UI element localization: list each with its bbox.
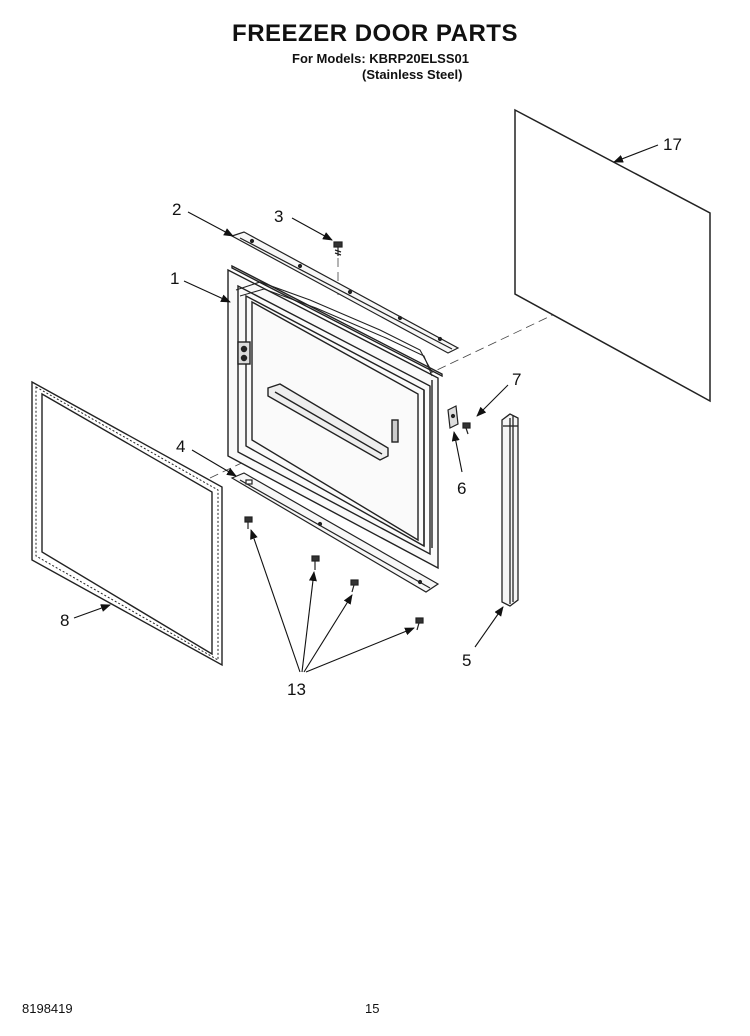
door-frame-part-1 (227, 264, 443, 570)
callout-4: 4 (176, 437, 185, 456)
leader-arrows (73, 144, 659, 673)
callout-7: 7 (512, 370, 521, 389)
callout-3: 3 (274, 207, 283, 226)
callout-17: 17 (663, 135, 682, 154)
side-trim-part-5 (501, 413, 519, 607)
screw-part-3 (333, 241, 343, 256)
callout-5: 5 (462, 651, 471, 670)
door-gasket-part-8 (31, 380, 223, 667)
callout-13: 13 (287, 680, 306, 699)
rear-panel-part-17 (514, 108, 711, 403)
bracket-part-6 (447, 405, 459, 429)
callout-2: 2 (172, 200, 181, 219)
screws-part-13 (244, 516, 424, 631)
document-number: 8198419 (22, 1001, 73, 1016)
finish-line: (Stainless Steel) (362, 67, 463, 82)
page-title: FREEZER DOOR PARTS (232, 20, 518, 47)
top-trim-part-2 (230, 231, 460, 354)
callout-6: 6 (457, 479, 466, 498)
page-number: 15 (365, 1001, 380, 1016)
callout-1: 1 (170, 269, 179, 288)
bottom-trim-part-4 (230, 472, 440, 593)
callout-8: 8 (60, 611, 69, 630)
models-line: For Models: KBRP20ELSS01 (292, 51, 469, 66)
screw-part-7 (462, 422, 471, 435)
